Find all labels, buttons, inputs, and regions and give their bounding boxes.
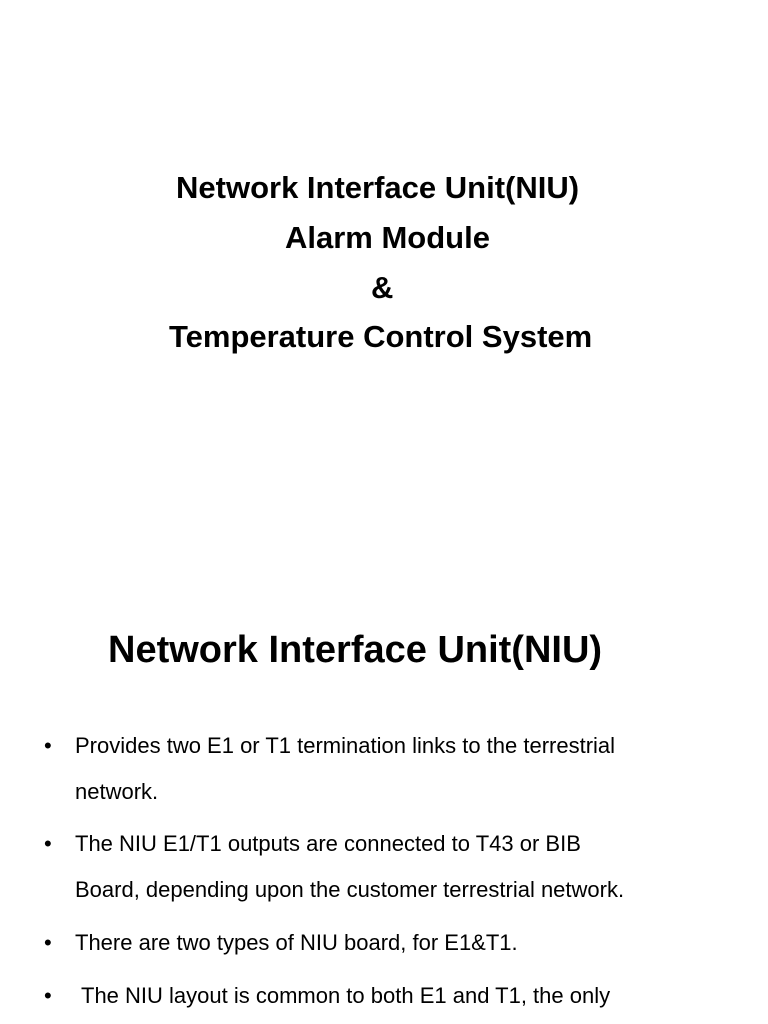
bullet-line: Provides two E1 or T1 termination links … <box>75 733 616 758</box>
title-line-temperature-control: Temperature Control System <box>169 319 593 354</box>
bullet-marker: • <box>44 831 52 856</box>
content-slide: Network Interface Unit(NIU) • Provides t… <box>0 512 768 1024</box>
bullet-line: The NIU layout is common to both E1 and … <box>81 983 611 1008</box>
bullet-line: The NIU E1/T1 outputs are connected to T… <box>75 831 581 856</box>
bullet-text: The NIU E1/T1 outputs are connected to T… <box>75 821 755 913</box>
title-line-ampersand: & <box>371 270 394 305</box>
title-line-niu: Network Interface Unit(NIU) <box>176 170 580 205</box>
bullet-line: network. <box>75 779 159 804</box>
bullet-marker: • <box>44 930 52 955</box>
bullet-line: Board, depending upon the customer terre… <box>75 877 625 902</box>
bullet-line: There are two types of NIU board, for E1… <box>75 930 518 955</box>
title-line-alarm-module: Alarm Module <box>285 220 490 255</box>
bullet-text: The NIU layout is common to both E1 and … <box>81 973 761 1019</box>
bullet-text: There are two types of NIU board, for E1… <box>75 920 755 966</box>
bullet-text: Provides two E1 or T1 termination links … <box>75 723 755 815</box>
slide-heading: Network Interface Unit(NIU) <box>108 629 603 671</box>
bullet-marker: • <box>44 733 52 758</box>
bullet-marker: • <box>44 983 52 1008</box>
title-slide: Network Interface Unit(NIU) Alarm Module… <box>169 170 593 354</box>
